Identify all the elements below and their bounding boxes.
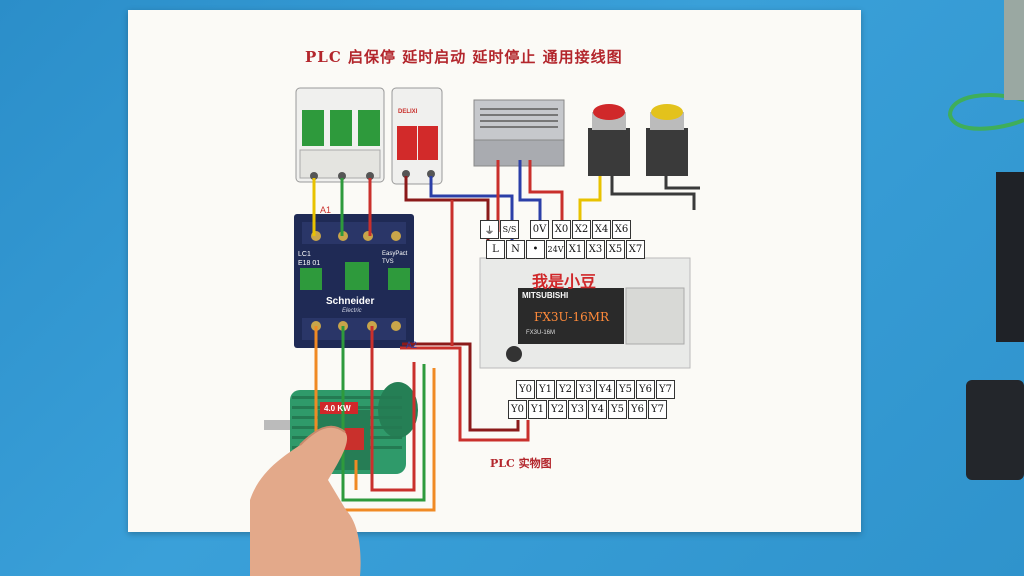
plc-model: FX3U-16MR — [534, 310, 610, 324]
terminal-out-top-5: Y5 — [616, 380, 635, 399]
terminal-in-bot-6: X5 — [606, 240, 625, 259]
terminal-in-top-0: ⏚ — [480, 220, 499, 239]
terminal-out-bot-3: Y3 — [568, 400, 587, 419]
green-panel-right — [1004, 0, 1024, 100]
label-a1: A1 — [320, 205, 332, 215]
terminal-in-bot-3: 24V — [546, 240, 565, 259]
contactor-model-line2: E18 01 — [298, 260, 321, 267]
terminal-out-top-1: Y1 — [536, 380, 555, 399]
terminal-in-bot-7: X7 — [626, 240, 645, 259]
terminal-in-top-2: 0V — [530, 220, 549, 239]
terminal-out-bot-1: Y1 — [528, 400, 547, 419]
three-pole-breaker — [295, 87, 385, 183]
plc-brand: MITSUBISHI — [522, 291, 569, 300]
red-push-button — [588, 104, 630, 176]
diagram-caption: PLC 实物图 — [490, 457, 552, 470]
terminal-in-bot-0: L — [486, 240, 505, 259]
power-supply — [473, 99, 565, 167]
terminal-in-bot-2: • — [526, 240, 545, 259]
contactor-brand-sub: Electric — [342, 308, 362, 314]
terminal-in-bot-1: N — [506, 240, 525, 259]
motor-power-label: 4.0 KW — [324, 404, 351, 413]
label-a2: A2 — [406, 340, 418, 350]
terminal-in-bot-4: X1 — [566, 240, 585, 259]
plc-model-small: FX3U-16M — [526, 330, 556, 336]
contactor-model: LC1 E18 01 — [298, 250, 320, 268]
terminal-out-bot-7: Y7 — [648, 400, 667, 419]
terminal-out-bot-0: Y0 — [508, 400, 527, 419]
terminal-out-top-7: Y7 — [656, 380, 675, 399]
terminal-out-top-4: Y4 — [596, 380, 615, 399]
terminal-out-bot-5: Y5 — [608, 400, 627, 419]
pointing-hand — [250, 425, 361, 576]
breaker-brand: DELIXI — [398, 109, 418, 115]
diagram-title: PLC 启保停 延时启动 延时停止 通用接线图 — [305, 48, 623, 66]
terminal-in-top-1: S/S — [500, 220, 519, 239]
yellow-push-button — [646, 104, 688, 176]
terminal-out-top-3: Y3 — [576, 380, 595, 399]
terminal-in-top-6: X6 — [612, 220, 631, 239]
plc-overlay-text: 我是小豆 — [532, 272, 597, 291]
contactor-model-line1: LC1 — [298, 251, 311, 258]
terminal-in-top-3: X0 — [552, 220, 571, 239]
terminal-in-top-4: X2 — [572, 220, 591, 239]
contactor-series: EasyPact TVS — [382, 251, 408, 265]
terminal-out-bot-6: Y6 — [628, 400, 647, 419]
green-cable — [947, 93, 1024, 131]
terminal-out-bot-4: Y4 — [588, 400, 607, 419]
single-pole-breaker — [391, 87, 443, 185]
terminal-in-bot-5: X3 — [586, 240, 605, 259]
terminal-out-bot-2: Y2 — [548, 400, 567, 419]
terminal-out-top-2: Y2 — [556, 380, 575, 399]
terminal-out-top-0: Y0 — [516, 380, 535, 399]
dark-device-right — [966, 172, 1024, 480]
terminal-in-top-5: X4 — [592, 220, 611, 239]
terminal-out-top-6: Y6 — [636, 380, 655, 399]
contactor-body — [294, 214, 414, 348]
plc-body — [479, 257, 691, 369]
contactor-brand: Schneider — [326, 296, 375, 307]
